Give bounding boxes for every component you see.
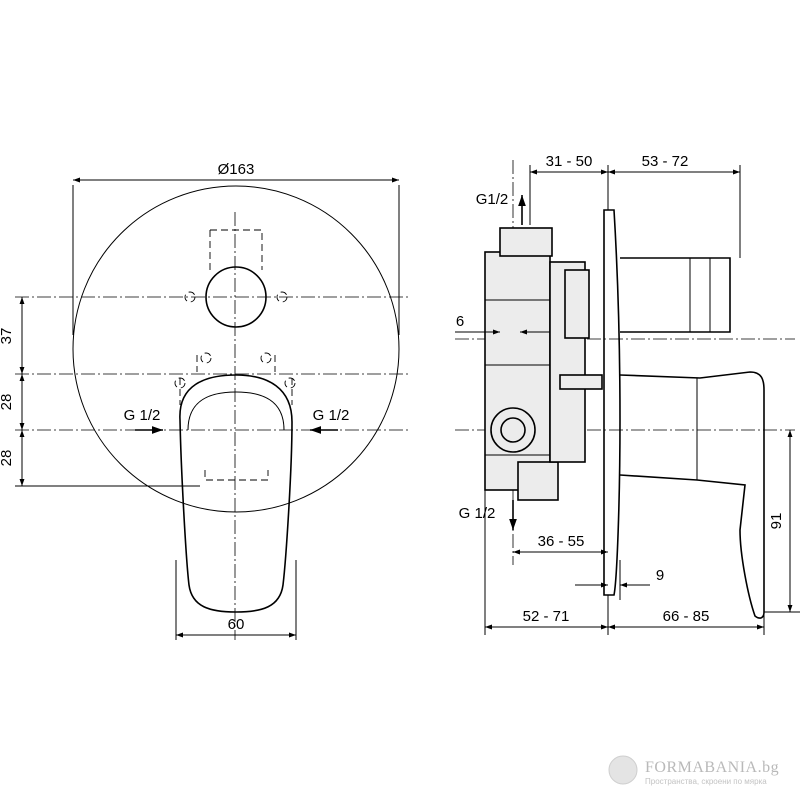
mount-hole-left [184, 291, 196, 303]
dim-9-label: 9 [656, 567, 664, 584]
side-outlet-bore [500, 417, 526, 443]
dim-52-71-label: 52 - 71 [523, 608, 570, 625]
dim-91-label: 91 [768, 513, 785, 530]
mount-hole-low-right [284, 377, 296, 389]
upper-outlet-circle [205, 266, 267, 328]
threaded-stem [559, 374, 603, 390]
dim-36-55-label: 36 - 55 [538, 533, 585, 550]
dim-28-upper-label: 28 [0, 394, 15, 411]
dim-6-label: 6 [456, 313, 464, 330]
watermark-tagline: Пространства, скроени по мярка [645, 777, 767, 786]
valve-box-bottom [517, 461, 559, 501]
inlet-left-label: G 1/2 [124, 407, 161, 424]
dim-53-72-label: 53 - 72 [642, 153, 689, 170]
dim-37-label: 37 [0, 328, 15, 345]
side-view: G1/2 G 1/2 31 - 50 53 - 72 6 36 - 55 9 9… [455, 153, 800, 635]
outlet-top-label: G1/2 [476, 191, 509, 208]
mount-hole-mid-left [200, 352, 212, 364]
lever-side-profile [619, 371, 765, 619]
side-outlet-ring [490, 407, 536, 453]
watermark: FORMABANIA.bg Пространства, скроени по м… [608, 755, 779, 786]
cartridge-nut [564, 269, 590, 339]
dim-60-label: 60 [228, 616, 245, 633]
diverter-knob [620, 257, 731, 333]
hidden-box-outline [179, 229, 293, 481]
dim-31-50-label: 31 - 50 [546, 153, 593, 170]
dim-28-lower-label: 28 [0, 450, 15, 467]
mount-hole-mid-right [260, 352, 272, 364]
inlet-right-label: G 1/2 [313, 407, 350, 424]
valve-box [484, 251, 551, 491]
dim-66-85-label: 66 - 85 [663, 608, 710, 625]
mount-hole-low-left [174, 377, 186, 389]
cover-plate-circle [72, 185, 400, 513]
lever-handle-inner [187, 391, 285, 431]
lever-handle [179, 374, 293, 613]
valve-box-top [499, 227, 553, 257]
watermark-logo [608, 755, 638, 785]
wall-cover-plate [603, 209, 621, 596]
outlet-bottom-label: G 1/2 [459, 505, 496, 522]
mount-hole-right [276, 291, 288, 303]
front-view: Ø163 37 28 28 G 1/2 G 1/2 60 [0, 161, 410, 640]
diameter-label: Ø163 [218, 161, 255, 178]
watermark-brand: FORMABANIA.bg [645, 759, 779, 776]
